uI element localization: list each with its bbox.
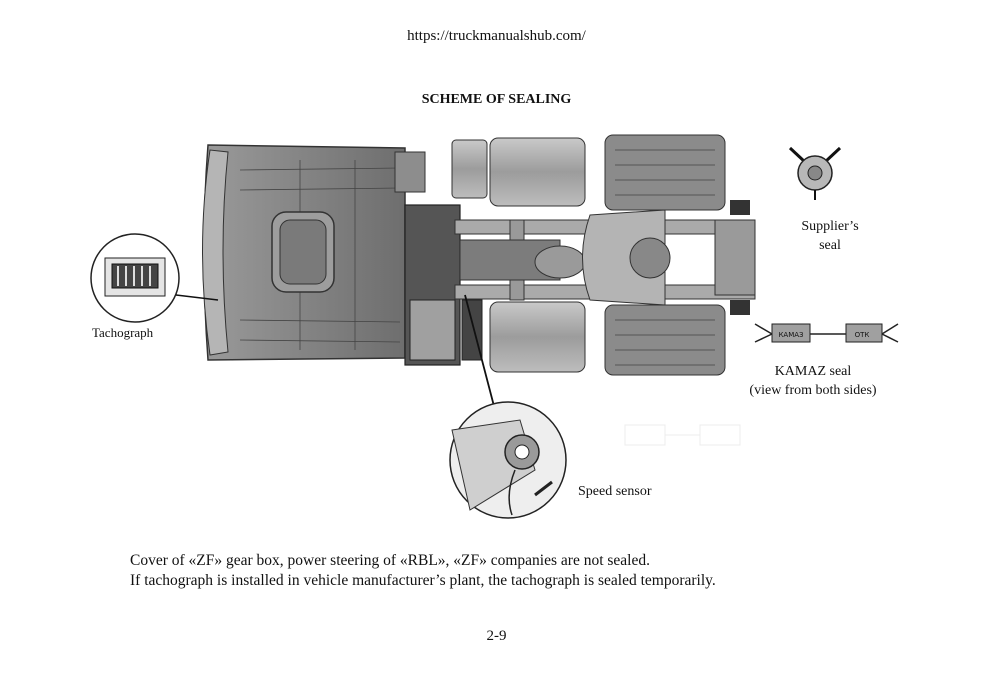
page-number: 2-9 — [486, 628, 507, 644]
supplier-seal-icon — [788, 146, 842, 200]
supplier-seal-label: Supplier’s seal — [770, 217, 890, 255]
kamaz-tag-label: КАМАЗ — [778, 331, 804, 339]
note-line: Cover of «ZF» gear box, power steering o… — [130, 552, 650, 569]
tachograph-label: Tachograph — [92, 325, 154, 340]
kamaz-seal-icons: КАМАЗ ОТК — [754, 323, 899, 343]
supplier-seal-label-line2: seal — [819, 238, 841, 253]
faint-seal-ghost — [624, 424, 741, 446]
note-line: If tachograph is installed in vehicle ma… — [130, 572, 716, 589]
speed-sensor-callout — [449, 294, 567, 519]
chassis-frame — [454, 219, 756, 301]
page-title: SCHEME OF SEALING — [421, 92, 572, 107]
kamaz-seal-label-line2: (view from both sides) — [749, 383, 877, 398]
rear-axle-assembly — [582, 134, 756, 376]
otk-tag-label: ОТК — [855, 331, 870, 339]
fuel-tanks — [451, 137, 586, 373]
notes-block: Cover of «ZF» gear box, power steering o… — [130, 551, 716, 591]
supplier-seal-label-line1: Supplier’s — [801, 219, 859, 234]
kamaz-seal-label-line1: KAMAZ seal — [774, 364, 852, 379]
source-url[interactable]: https://truckmanualshub.com/ — [407, 28, 586, 44]
kamaz-seal-label: KAMAZ seal (view from both sides) — [728, 362, 898, 400]
speed-sensor-label: Speed sensor — [578, 484, 652, 499]
tachograph-callout — [90, 233, 219, 323]
truck-cab — [202, 144, 461, 366]
